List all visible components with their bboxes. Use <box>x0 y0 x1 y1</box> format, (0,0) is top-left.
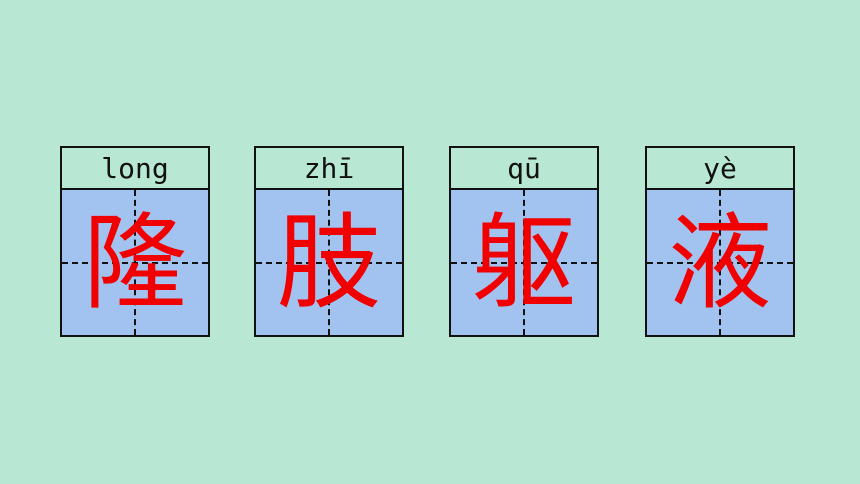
character-card-long: long 隆 <box>60 146 210 337</box>
character-card-qu: qū 躯 <box>449 146 599 337</box>
grid-horizontal-guide <box>256 261 402 264</box>
character-card-ye: yè 液 <box>645 146 795 337</box>
grid-horizontal-guide <box>451 261 597 264</box>
chinese-character: 液 <box>667 201 772 324</box>
tianzige-grid: 躯 <box>451 190 597 335</box>
tianzige-grid: 肢 <box>256 190 402 335</box>
chinese-character: 肢 <box>276 201 381 324</box>
tianzige-grid: 液 <box>647 190 793 335</box>
grid-horizontal-guide <box>62 261 208 264</box>
pinyin-label: long <box>62 148 208 190</box>
pinyin-label: qū <box>451 148 597 190</box>
chinese-character: 隆 <box>82 201 187 324</box>
character-card-zhi: zhī 肢 <box>254 146 404 337</box>
tianzige-grid: 隆 <box>62 190 208 335</box>
pinyin-label: yè <box>647 148 793 190</box>
grid-horizontal-guide <box>647 261 793 264</box>
pinyin-label: zhī <box>256 148 402 190</box>
chinese-character: 躯 <box>471 201 576 324</box>
